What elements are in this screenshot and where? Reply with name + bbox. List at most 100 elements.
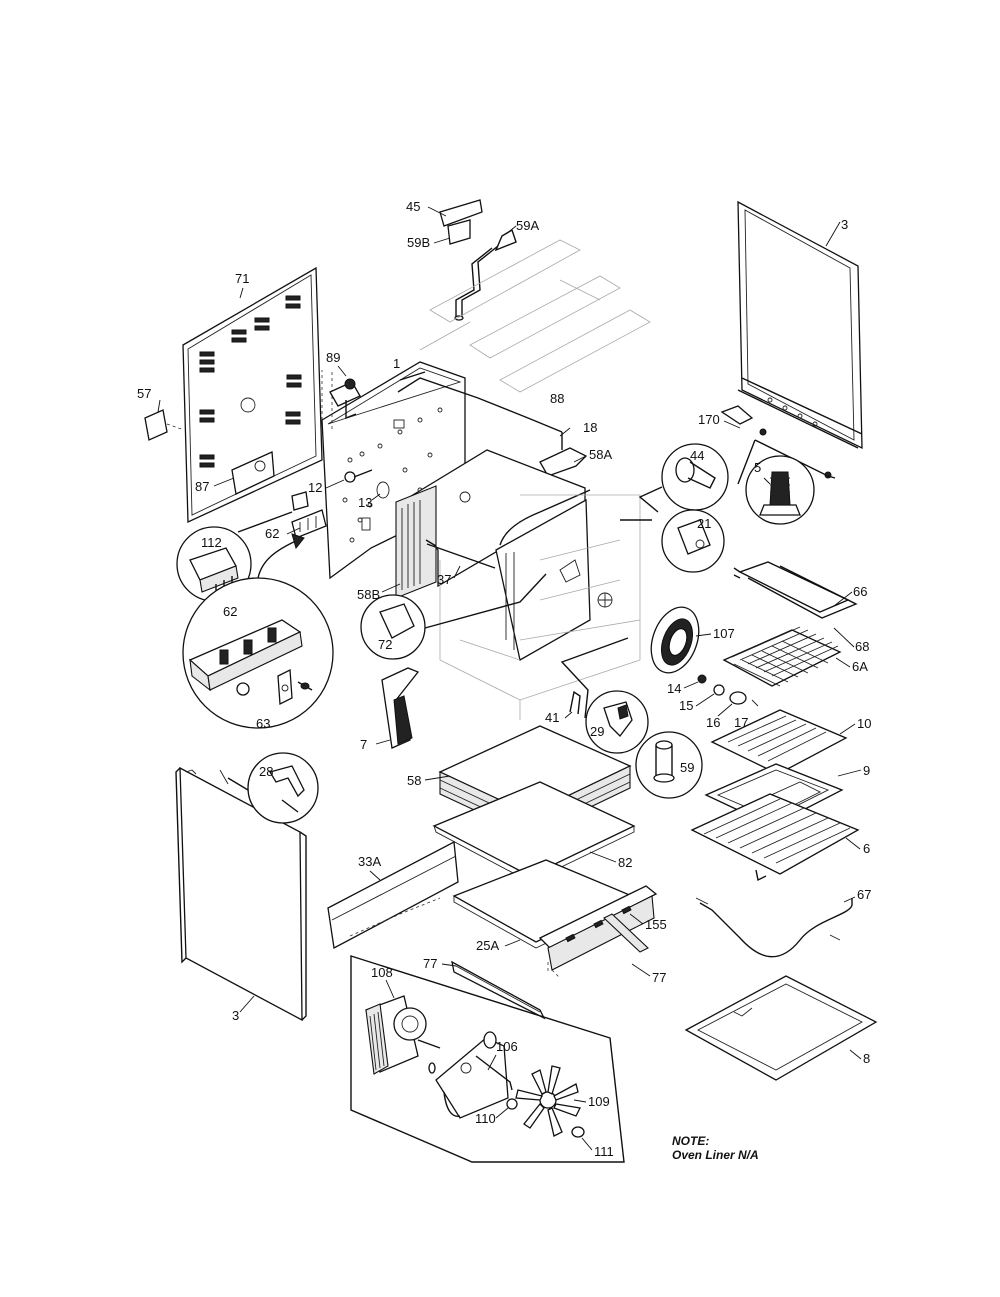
- part-6A-grid: [722, 626, 842, 687]
- leader-72: [424, 573, 547, 629]
- detail-circle-29: [585, 690, 649, 754]
- label-108: 108: [371, 965, 393, 980]
- label-58: 58: [407, 773, 421, 788]
- label-89: 89: [326, 350, 340, 365]
- label-25A: 25A: [476, 938, 499, 953]
- part-62-terminal: [291, 509, 327, 539]
- note-body: Oven Liner N/A: [672, 1148, 759, 1162]
- label-3-bottom: 3: [232, 1008, 239, 1023]
- label-18: 18: [583, 420, 597, 435]
- label-71: 71: [235, 271, 249, 286]
- label-41: 41: [545, 710, 559, 725]
- label-87: 87: [195, 479, 209, 494]
- label-6A: 6A: [852, 659, 868, 674]
- label-58B: 58B: [357, 587, 380, 602]
- part-170-bracket: [720, 405, 836, 485]
- detail-circle-44: [661, 443, 729, 511]
- part-77-rail: [451, 960, 546, 1020]
- label-112: 112: [201, 535, 222, 550]
- label-77-right: 77: [652, 970, 666, 985]
- label-37: 37: [437, 572, 451, 587]
- washer: [428, 1062, 436, 1074]
- part-66-broil-element: [733, 561, 858, 619]
- leader-44-21: [638, 486, 663, 513]
- label-3-top: 3: [841, 217, 848, 232]
- lamp-parts: [697, 674, 759, 707]
- motor-108: [365, 995, 441, 1075]
- detail-circle-62: [182, 577, 334, 729]
- label-59: 59: [680, 760, 694, 775]
- label-17: 17: [734, 715, 748, 730]
- label-68: 68: [855, 639, 869, 654]
- label-14: 14: [667, 681, 681, 696]
- label-66: 66: [853, 584, 867, 599]
- part-7-hinge: [381, 667, 420, 749]
- label-106: 106: [496, 1039, 518, 1054]
- label-82: 82: [618, 855, 632, 870]
- part-37-probe: [425, 539, 496, 569]
- label-6: 6: [863, 841, 870, 856]
- label-67: 67: [857, 887, 871, 902]
- top-bracket-assembly: [439, 199, 517, 321]
- oven-cavity-insulation: [395, 449, 591, 662]
- note-heading: NOTE:: [672, 1134, 710, 1148]
- label-170: 170: [698, 412, 720, 427]
- leader-112: [237, 511, 293, 533]
- label-110: 110: [475, 1111, 496, 1126]
- cavity-fan-parts: [559, 559, 613, 608]
- label-45: 45: [406, 199, 420, 214]
- label-33A: 33A: [358, 854, 381, 869]
- bracket-106: [435, 1031, 513, 1119]
- leader-29: [560, 637, 629, 719]
- detail-circle-28: [247, 752, 319, 824]
- label-9: 9: [863, 763, 870, 778]
- detail-circle-5: [745, 455, 815, 525]
- burner-rails: [419, 239, 651, 393]
- label-29: 29: [590, 724, 604, 739]
- label-13: 13: [358, 495, 372, 510]
- label-57: 57: [137, 386, 151, 401]
- label-12: 12: [308, 480, 322, 495]
- part-107-fan-cover: [650, 606, 700, 674]
- back-panel: [182, 266, 323, 524]
- part-33A-rail: [327, 840, 459, 950]
- label-5: 5: [754, 460, 761, 475]
- label-21: 21: [697, 516, 711, 531]
- label-88: 88: [550, 391, 564, 406]
- arrowhead-62: [291, 533, 305, 550]
- part-112-block: [291, 491, 309, 511]
- label-44: 44: [690, 448, 704, 463]
- label-72: 72: [378, 637, 392, 652]
- label-10: 10: [857, 716, 871, 731]
- label-58A: 58A: [589, 447, 612, 462]
- vent-slots: [199, 295, 302, 468]
- part-10-broil-insert: [710, 709, 848, 775]
- leader-28: [227, 777, 249, 791]
- label-107: 107: [713, 626, 735, 641]
- note-text: NOTE: Oven Liner N/A: [672, 1134, 759, 1162]
- part-12-13-small: [344, 469, 390, 499]
- label-109: 109: [588, 1094, 610, 1109]
- leader-1: [399, 371, 426, 381]
- label-62-top: 62: [265, 526, 279, 541]
- label-111: 111: [594, 1144, 614, 1159]
- label-63: 63: [256, 716, 270, 731]
- label-59A: 59A: [516, 218, 539, 233]
- detail-circle-59: [635, 731, 703, 799]
- label-59B: 59B: [407, 235, 430, 250]
- part-8-drawer-liner: [684, 975, 878, 1081]
- part-6-oven-rack: [690, 793, 860, 882]
- leader-62-arrow: [257, 539, 299, 579]
- label-1: 1: [393, 356, 400, 371]
- part-155-strip: [538, 885, 658, 979]
- label-15: 15: [679, 698, 693, 713]
- part-57-plate: [144, 409, 185, 441]
- detail-circle-21: [661, 509, 725, 573]
- nut-111: [571, 1126, 585, 1138]
- label-8: 8: [863, 1051, 870, 1066]
- part-67-wire: [695, 897, 853, 958]
- label-28: 28: [259, 764, 273, 779]
- part-41-clip: [569, 690, 581, 715]
